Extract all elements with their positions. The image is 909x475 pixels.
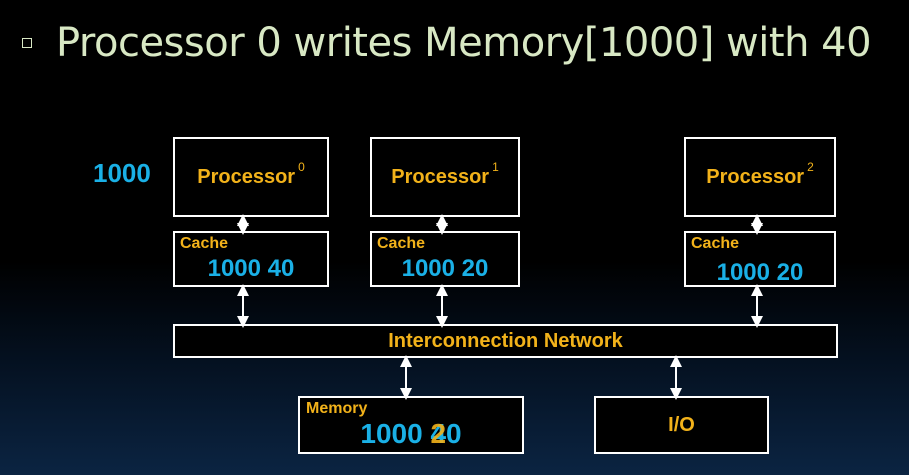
side-address-label: 1000 — [93, 158, 151, 188]
cache-0-box: Cache 1000 40 — [173, 231, 329, 287]
interconnection-network-box: Interconnection Network — [173, 324, 838, 358]
cache-0-value: 1000 40 — [207, 255, 295, 282]
cache-1-label: Cache — [377, 235, 426, 252]
cache-2-label: Cache — [691, 235, 740, 252]
cache-1-value: 1000 20 — [401, 255, 489, 282]
io-box: I/O — [594, 396, 769, 454]
interconnection-network-label: Interconnection Network — [388, 329, 623, 352]
cache-2-value: 1000 20 — [716, 259, 804, 286]
processor-1-index: 1 — [492, 160, 499, 174]
memory-new-digit: 4 — [430, 418, 447, 449]
processor-1-label: Processor — [391, 165, 490, 188]
memory-label: Memory — [306, 400, 368, 417]
processor-0-index: 0 — [298, 160, 305, 174]
io-label: I/O — [668, 413, 695, 436]
processor-0-label: Processor — [197, 165, 296, 188]
cache-0-label: Cache — [180, 235, 229, 252]
memory-tail-digit: 0 — [446, 418, 462, 449]
processor-2-index: 2 — [807, 160, 814, 174]
bullet-square-icon — [22, 38, 32, 48]
slide-title: Processor 0 writes Memory[1000] with 40 — [56, 20, 872, 66]
memory-address: 1000 — [360, 418, 423, 449]
title-row: Processor 0 writes Memory[1000] with 40 — [22, 8, 872, 78]
memory-old-digit: 2 — [430, 418, 447, 449]
processor-2-label: Processor — [706, 165, 805, 188]
